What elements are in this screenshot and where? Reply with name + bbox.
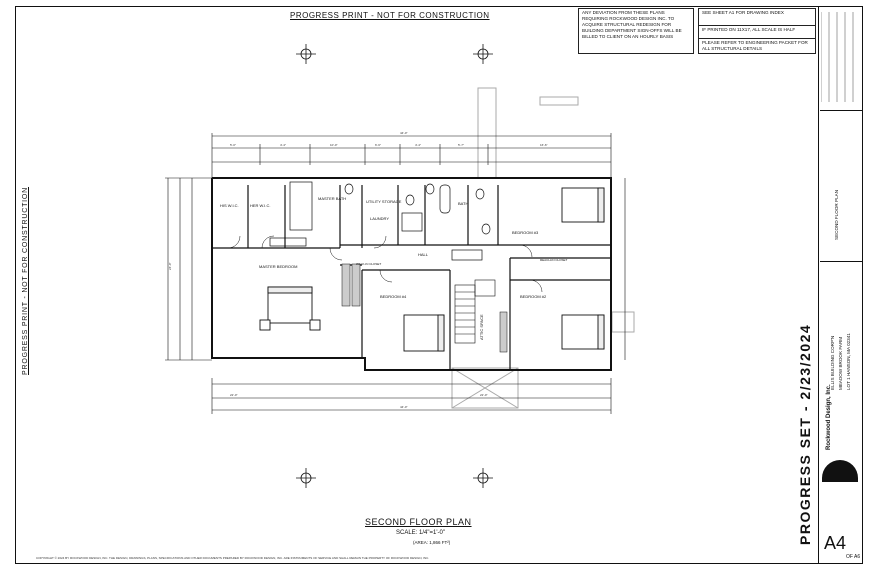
svg-text:5'-7": 5'-7" <box>458 143 464 147</box>
sheet-name: SECOND FLOOR PLAN <box>834 189 839 240</box>
svg-text:22'-0": 22'-0" <box>480 393 488 397</box>
svg-text:22'-0": 22'-0" <box>230 393 238 397</box>
drawing-title: SECOND FLOOR PLAN <box>365 517 472 527</box>
section-marker-icon <box>296 44 493 488</box>
room-label-his-wic: HIS W.I.C. <box>220 203 239 208</box>
room-label-bedroom-3: BEDROOM #3 <box>512 230 539 235</box>
room-label-attic: ATTIC SPACE <box>479 314 484 340</box>
svg-text:5'-0": 5'-0" <box>230 143 236 147</box>
progress-set-stamp: PROGRESS SET - 2/23/2024 <box>797 323 813 545</box>
project-box <box>820 110 862 262</box>
svg-text:4'-4": 4'-4" <box>415 143 421 147</box>
svg-text:24'-0": 24'-0" <box>168 262 172 270</box>
room-label-master-bedroom: MASTER BEDROOM <box>259 264 297 269</box>
project-line-3: LOT 1 HANSON, MA 02341 <box>846 333 851 390</box>
room-label-hall: HALL <box>418 252 429 257</box>
note-engineering: PLEASE REFER TO ENGINEERING PACKET FOR A… <box>698 39 816 54</box>
room-label-wic-note: WALK-IN CLOSET <box>356 262 382 266</box>
sheet-of: OF A6 <box>846 554 861 560</box>
note-print-scale: IF PRINTED ON 11X17, ALL SCALE IS HALF <box>698 26 816 39</box>
project-line-2: MEADOW BROOK FARM <box>838 336 843 390</box>
note-deviation: ANY DEVIATION FROM THESE PLANS REQUIRING… <box>578 8 694 54</box>
svg-text:16'-6": 16'-6" <box>540 143 548 147</box>
room-label-bedroom-4: BEDROOM #4 <box>380 294 407 299</box>
sheet-number: A4 <box>824 533 847 553</box>
copyright-notice: COPYRIGHT © 2024 BY ROCKWOOD DESIGN, INC… <box>36 556 430 560</box>
title-block <box>818 6 864 564</box>
svg-text:10'-0": 10'-0" <box>330 143 338 147</box>
sheet-header: PROGRESS PRINT - NOT FOR CONSTRUCTION <box>290 11 490 20</box>
room-label-bath: BATH <box>458 201 468 206</box>
room-label-laundry: LAUNDRY <box>370 216 389 221</box>
drawing-area: (AREA: 1,866 FT²) <box>413 540 451 545</box>
room-label-utility: UTILITY STORAGE <box>366 199 402 204</box>
project-line-1: ELLIS BUILDING CORP'N <box>830 335 835 390</box>
drawing-scale: SCALE: 1/4"=1'-0" <box>396 530 445 536</box>
svg-text:44'-0": 44'-0" <box>400 405 408 409</box>
room-label-her-wic: HER W.I.C. <box>250 203 270 208</box>
room-label-bedroom-2: BEDROOM #2 <box>520 294 547 299</box>
svg-text:6'-6": 6'-6" <box>375 143 381 147</box>
svg-text:4'-4": 4'-4" <box>280 143 286 147</box>
room-label-master-bath: MASTER BATH <box>318 196 346 201</box>
designer-logo: Rockwood Design, Inc. <box>826 384 832 450</box>
logo-mark-icon <box>822 460 858 482</box>
sheet-border <box>15 6 863 564</box>
revision-grid <box>821 12 854 102</box>
svg-text:44'-0": 44'-0" <box>400 131 408 135</box>
room-label-reach-in: REACH-IN CLOSET <box>540 258 568 262</box>
bed-icon <box>259 187 605 352</box>
note-drawing-index: SEE SHEET A1 FOR DRAWING INDEX <box>698 8 816 26</box>
